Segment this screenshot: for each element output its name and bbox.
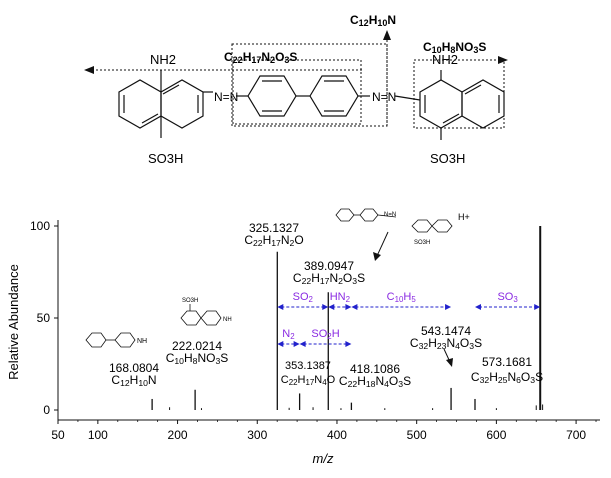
loss-arrowhead-left-SO2H — [299, 341, 306, 347]
peak-mz-label-573.1681: 573.1681 — [482, 355, 532, 369]
inset-nh-label: NH — [137, 338, 147, 345]
peak-mz-label-389.0947: 389.0947 — [304, 259, 354, 273]
loss-arrowhead-right-SO2 — [322, 304, 329, 310]
inset-azo-nn: N=N — [384, 212, 396, 218]
peak-mz-label-168.0804: 168.0804 — [109, 361, 159, 375]
peak-formula-573.1681: C32H25N6O3S — [471, 370, 543, 385]
frag-left-formula: C22H17N2O3S — [224, 50, 297, 65]
arrow-right-head — [498, 56, 508, 64]
left-naphthalene-ring-b — [160, 79, 204, 129]
peak-formula-353.1387: C22H17N4O — [281, 374, 336, 387]
peak-formula-325.1327: C22H17N2O — [244, 233, 303, 248]
peak543-arrow-head — [446, 358, 453, 367]
loss-arrowhead-right-N2 — [293, 341, 300, 347]
x-tick-label-200: 200 — [168, 428, 188, 442]
inset-azo-structure — [335, 208, 453, 233]
biphenyl-ring-a — [247, 75, 297, 117]
peak-formula-168.0804: C12H10N — [111, 373, 156, 388]
molecule-structure — [118, 70, 505, 140]
y-axis-label: Relative Abundance — [6, 264, 21, 380]
y-tick-label-50: 50 — [37, 311, 51, 325]
loss-label-SO3: SO3 — [497, 291, 518, 304]
arrow-top-head — [383, 30, 391, 40]
loss-arrowhead-right-C10H5 — [445, 304, 452, 310]
right-naphthalene-ring-a — [419, 79, 463, 129]
x-tick-label-100: 100 — [88, 428, 108, 442]
loss-arrowhead-right-SO2H — [345, 341, 352, 347]
loss-arrowhead-left-SO3 — [474, 304, 481, 310]
loss-arrowhead-right-HN2 — [345, 304, 352, 310]
x-tick-label-400: 400 — [327, 428, 347, 442]
loss-label-C10H5: C10H5 — [387, 291, 417, 304]
loss-arrowhead-left-SO2 — [277, 304, 284, 310]
so3h-right-label: SO3H — [430, 151, 465, 166]
loss-label-N2: N2 — [282, 328, 294, 341]
inset-nh-label-2: NH — [223, 317, 232, 323]
biphenyl-ring-b — [309, 75, 359, 117]
loss-arrowhead-left-N2 — [277, 341, 284, 347]
arrow-left-head — [84, 66, 94, 74]
inset-aminobiphenyl — [85, 332, 136, 348]
x-tick-label-300: 300 — [247, 428, 267, 442]
loss-arrowhead-left-HN2 — [328, 304, 335, 310]
so3h-left-label: SO3H — [148, 151, 183, 166]
loss-arrowhead-right-SO3 — [534, 304, 541, 310]
peak-mz-label-418.1086: 418.1086 — [350, 362, 400, 376]
x-axis-label: m/z — [313, 451, 334, 466]
y-tick-label-0: 0 — [43, 403, 50, 417]
y-tick-label-100: 100 — [30, 219, 50, 233]
inset-so3h-label-2: SO3H — [414, 240, 430, 246]
frag-top-formula: C12H10N — [350, 13, 396, 28]
loss-label-HN2: HN2 — [330, 291, 350, 304]
nh2-left-label: NH2 — [150, 52, 176, 67]
x-tick-label-500: 500 — [407, 428, 427, 442]
loss-label-SO2: SO2 — [293, 291, 313, 304]
x-tick-label-600: 600 — [486, 428, 506, 442]
frag-right-formula: C10H8NO3S — [423, 40, 486, 55]
nh2-right-label: NH2 — [432, 52, 458, 67]
peak-mz-label-543.1474: 543.1474 — [421, 324, 471, 338]
fragment-box-left — [232, 59, 362, 125]
inset-naphthylamine — [180, 304, 222, 326]
x-tick-label-50: 50 — [51, 428, 65, 442]
left-naphthalene-ring-a — [118, 79, 162, 129]
azo-left-label: N=N — [214, 90, 238, 104]
peak-formula-389.0947: C22H17N2O3S — [293, 271, 365, 286]
fragmentation-markers — [90, 36, 505, 129]
inset-arrow-line — [376, 231, 389, 257]
x-tick-label-700: 700 — [566, 428, 586, 442]
azo-right-label: N=N — [372, 90, 396, 104]
loss-arrowhead-left-C10H5 — [351, 304, 358, 310]
peak-mz-label-222.0214: 222.0214 — [172, 339, 222, 353]
peak-mz-label-325.1327: 325.1327 — [249, 221, 299, 235]
peak-formula-418.1086: C22H18N4O3S — [339, 374, 411, 389]
right-naphthalene-ring-b — [461, 79, 505, 129]
inset-so3h-label-1: SO3H — [182, 298, 198, 304]
inset-arrow-head — [373, 252, 381, 261]
peak-formula-222.0214: C10H8NO3S — [166, 351, 229, 366]
peak-formula-543.1474: C32H23N4O3S — [410, 336, 482, 351]
inset-h-plus: H+ — [458, 212, 470, 222]
loss-label-SO2H: SO2H — [311, 328, 339, 341]
peak-mz-label-353.1387: 353.1387 — [285, 360, 331, 372]
